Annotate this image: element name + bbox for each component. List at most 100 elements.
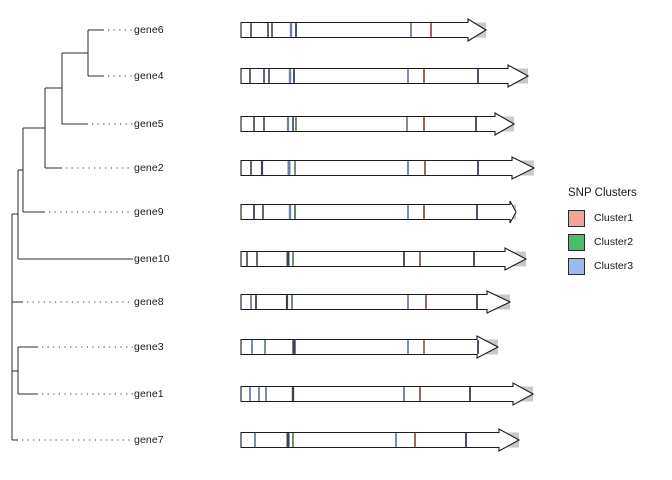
legend-swatch-icon — [568, 257, 585, 275]
snp-marker-Cluster1[interactable] — [423, 117, 425, 131]
snp-marker-unassigned[interactable] — [249, 69, 251, 83]
snp-marker-unassigned[interactable] — [477, 69, 479, 83]
snp-marker-Cluster3[interactable] — [258, 387, 260, 401]
snp-marker-unassigned[interactable] — [246, 252, 248, 266]
tip-label-gene6: gene6 — [134, 24, 164, 36]
snp-marker-unassigned[interactable] — [263, 69, 265, 83]
snp-marker-unassigned[interactable] — [291, 387, 295, 401]
snp-marker-Cluster2[interactable] — [291, 295, 293, 309]
snp-marker-unassigned[interactable] — [286, 433, 290, 447]
snp-marker-Cluster2[interactable] — [292, 433, 294, 447]
gene-arrow-outline[interactable] — [240, 382, 535, 406]
snp-marker-unassigned[interactable] — [285, 295, 289, 309]
snp-marker-unassigned[interactable] — [268, 69, 270, 83]
snp-marker-unassigned[interactable] — [477, 161, 479, 175]
snp-marker-unassigned[interactable] — [465, 433, 467, 447]
snp-marker-Cluster3[interactable] — [407, 205, 409, 219]
snp-marker-Cluster3[interactable] — [254, 433, 256, 447]
snp-marker-unassigned[interactable] — [295, 23, 297, 37]
snp-marker-unassigned[interactable] — [262, 205, 264, 219]
gene-arrow-outline[interactable] — [240, 18, 488, 42]
snp-marker-unassigned[interactable] — [476, 205, 478, 219]
snp-marker-Cluster1[interactable] — [419, 252, 421, 266]
snp-marker-unassigned[interactable] — [286, 252, 290, 266]
tip-label-gene7: gene7 — [134, 434, 164, 446]
snp-marker-Cluster3[interactable] — [407, 69, 409, 83]
snp-marker-Cluster2[interactable] — [295, 117, 297, 131]
gene-map-gene4 — [240, 64, 530, 88]
snp-marker-Cluster3[interactable] — [264, 340, 266, 354]
snp-marker-Cluster3[interactable] — [289, 23, 293, 37]
snp-marker-Cluster3[interactable] — [288, 205, 292, 219]
tip-label-gene9: gene9 — [134, 206, 164, 218]
snp-marker-unassigned[interactable] — [250, 161, 252, 175]
snp-marker-Cluster1[interactable] — [425, 295, 427, 309]
snp-marker-Cluster3[interactable] — [410, 23, 412, 37]
snp-marker-Cluster3[interactable] — [286, 117, 290, 131]
snp-marker-Cluster3[interactable] — [406, 117, 408, 131]
snp-marker-unassigned[interactable] — [255, 295, 257, 309]
tip-label-gene10: gene10 — [134, 253, 170, 265]
snp-marker-unassigned[interactable] — [292, 117, 294, 131]
gene-arrow-outline[interactable] — [240, 335, 500, 359]
snp-marker-unassigned[interactable] — [267, 23, 269, 37]
snp-marker-Cluster2[interactable] — [294, 205, 296, 219]
snp-marker-unassigned[interactable] — [403, 252, 405, 266]
snp-marker-unassigned[interactable] — [256, 252, 258, 266]
snp-marker-Cluster1[interactable] — [423, 69, 425, 83]
snp-marker-unassigned[interactable] — [469, 387, 471, 401]
tip-label-gene8: gene8 — [134, 296, 164, 308]
gene-map-gene6 — [240, 18, 488, 42]
gene-arrow-outline[interactable] — [240, 428, 521, 452]
gene-arrow-outline[interactable] — [240, 112, 516, 136]
gene-arrow-outline[interactable] — [240, 64, 530, 88]
legend-item-cluster3[interactable]: Cluster3 — [568, 254, 672, 278]
snp-marker-Cluster3[interactable] — [265, 387, 267, 401]
snp-marker-unassigned[interactable] — [271, 23, 273, 37]
snp-marker-Cluster3[interactable] — [407, 161, 409, 175]
snp-marker-unassigned[interactable] — [253, 205, 255, 219]
legend-item-cluster2[interactable]: Cluster2 — [568, 230, 672, 254]
gene-map-gene3 — [240, 335, 500, 359]
legend-item-cluster1[interactable]: Cluster1 — [568, 206, 672, 230]
snp-marker-Cluster3[interactable] — [395, 433, 397, 447]
snp-marker-Cluster1[interactable] — [419, 387, 421, 401]
snp-marker-unassigned[interactable] — [263, 117, 265, 131]
snp-marker-Cluster1[interactable] — [430, 23, 432, 37]
snp-marker-unassigned[interactable] — [293, 69, 295, 83]
gene-arrow-outline[interactable] — [240, 290, 512, 314]
gene-map-gene7 — [240, 428, 521, 452]
snp-marker-Cluster3[interactable] — [407, 340, 409, 354]
snp-marker-Cluster3[interactable] — [288, 69, 292, 83]
snp-marker-Cluster1[interactable] — [423, 340, 425, 354]
snp-marker-Cluster2[interactable] — [292, 252, 294, 266]
snp-marker-Cluster3[interactable] — [403, 387, 405, 401]
snp-marker-Cluster3[interactable] — [251, 340, 253, 354]
snp-marker-Cluster3[interactable] — [250, 295, 252, 309]
snp-marker-Cluster3[interactable] — [287, 161, 291, 175]
snp-marker-Cluster1[interactable] — [414, 433, 416, 447]
snp-marker-unassigned[interactable] — [473, 252, 475, 266]
snp-marker-Cluster1[interactable] — [424, 161, 426, 175]
snp-marker-unassigned[interactable] — [476, 295, 478, 309]
snp-marker-Cluster1[interactable] — [423, 205, 425, 219]
snp-marker-unassigned[interactable] — [253, 117, 255, 131]
snp-marker-unassigned[interactable] — [475, 117, 477, 131]
snp-marker-unassigned[interactable] — [260, 161, 264, 175]
snp-marker-Cluster2[interactable] — [294, 161, 296, 175]
snp-marker-unassigned[interactable] — [250, 23, 252, 37]
snp-marker-unassigned[interactable] — [292, 340, 296, 354]
gene-arrow-outline[interactable] — [240, 247, 528, 271]
gene-map-gene10 — [240, 247, 528, 271]
snp-marker-unassigned[interactable] — [477, 340, 479, 354]
snp-marker-Cluster3[interactable] — [407, 295, 409, 309]
gene-arrow-outline[interactable] — [240, 156, 536, 180]
snp-marker-Cluster3[interactable] — [249, 387, 251, 401]
gene-arrow-outline[interactable] — [240, 200, 517, 224]
gene-map-gene5 — [240, 112, 516, 136]
gene-map-gene1 — [240, 382, 535, 406]
